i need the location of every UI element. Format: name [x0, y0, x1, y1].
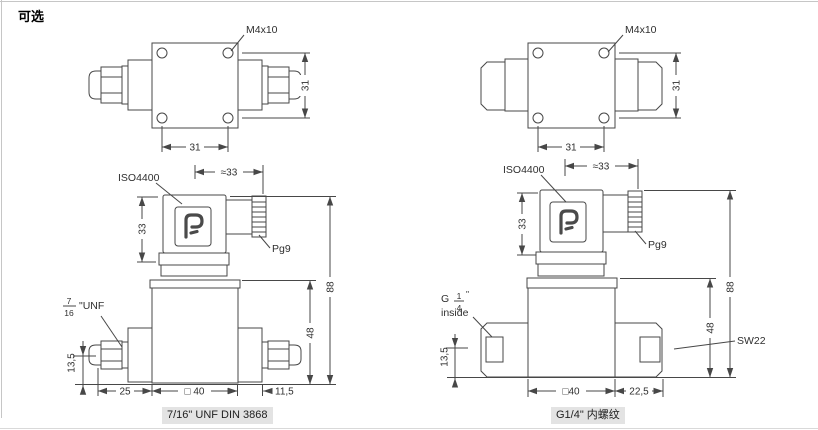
screw-hole — [532, 112, 544, 124]
dim-total-height: 88 — [326, 281, 337, 293]
port-thread-inch-mark: " — [466, 289, 469, 299]
leader-line — [230, 34, 245, 52]
dim-hole-pitch-vertical: 31 — [672, 80, 683, 92]
port-nose — [288, 344, 302, 366]
wrench-size-label: SW22 — [737, 335, 766, 347]
right-connector-view: ISO4400 ≈33 33 Pg9 — [503, 159, 736, 277]
gland-label: Pg9 — [648, 239, 667, 251]
side-flange — [127, 327, 153, 383]
side-flange — [504, 58, 529, 112]
hex-fitting — [100, 340, 123, 370]
dim-port-height: 13,5 — [67, 353, 78, 373]
dim-body-width: □40 — [562, 387, 580, 398]
connector-standard-label: ISO4400 — [503, 164, 545, 176]
left-variant: M4x10 31 31 ISO4400 — [63, 24, 337, 398]
dim-connector-height: 33 — [138, 223, 149, 235]
port-thread-label: "UNF — [79, 300, 104, 312]
left-front-view: 7 16 "UNF 13,5 25 □ 40 1 — [63, 196, 337, 398]
screw-hole — [222, 47, 234, 59]
side-flange — [237, 59, 263, 111]
dim-connector-width: ≈33 — [221, 168, 238, 179]
leader-line — [100, 315, 123, 348]
thread-bore — [639, 336, 661, 363]
leader-line — [540, 174, 567, 203]
gland-label: Pg9 — [272, 243, 291, 255]
port-block — [480, 322, 529, 378]
screw-hole — [156, 112, 168, 124]
dim-body-width: □ 40 — [185, 387, 205, 398]
port-nose — [88, 70, 102, 100]
dim-right-offset: 22,5 — [629, 387, 649, 398]
dim-left-offset: 25 — [119, 387, 131, 398]
din-connector-body — [162, 194, 227, 254]
screw-hole — [598, 112, 610, 124]
mounting-plate — [151, 42, 239, 129]
leader-line — [258, 234, 271, 249]
port-nose — [88, 344, 102, 366]
screw-label: M4x10 — [246, 24, 278, 36]
right-front-view: G 1 4 " inside SW22 13,5 □40 — [440, 190, 766, 398]
dim-total-height: 88 — [726, 281, 737, 293]
port-thread-denominator: 4 — [457, 303, 462, 313]
side-flange — [237, 327, 263, 383]
port-block — [637, 61, 663, 111]
leader-line — [472, 316, 493, 338]
port-thread-numerator: 1 — [457, 291, 462, 301]
port-thread-denominator: 16 — [64, 308, 74, 318]
dim-hole-pitch-vertical: 31 — [301, 80, 312, 92]
thread-bore — [485, 336, 504, 363]
din-connector-body — [539, 189, 604, 253]
leader-line — [673, 340, 736, 350]
right-top-view: M4x10 31 31 — [480, 24, 683, 154]
screw-hole — [532, 47, 544, 59]
screw-hole — [156, 47, 168, 59]
hex-fitting — [100, 66, 123, 104]
connector-logo-icon — [559, 209, 579, 235]
screw-label: M4x10 — [625, 24, 657, 36]
page-border-left — [1, 0, 2, 418]
dim-hole-pitch-horizontal: 31 — [565, 143, 577, 154]
screw-hole — [222, 112, 234, 124]
dim-connector-height: 33 — [518, 218, 529, 230]
right-variant: M4x10 31 31 ISO4400 — [440, 24, 766, 398]
port-thread-numerator: 7 — [67, 296, 72, 306]
port-block — [480, 61, 506, 111]
port-thread-suffix: inside — [441, 307, 469, 319]
left-connector-view: ISO4400 ≈33 33 Pg9 — [118, 165, 336, 277]
leader-line — [155, 182, 183, 205]
hex-fitting — [267, 66, 290, 104]
dim-body-height: 48 — [706, 322, 717, 334]
connector-standard-label: ISO4400 — [118, 172, 160, 184]
side-flange — [127, 59, 153, 111]
page-border-bottom — [0, 428, 818, 429]
dim-hole-pitch-horizontal: 31 — [189, 143, 201, 154]
dim-right-offset: 11,5 — [275, 387, 294, 398]
dim-body-height: 48 — [306, 327, 317, 339]
leader-line — [634, 230, 647, 245]
mounting-plate — [527, 42, 616, 129]
dim-connector-width: ≈33 — [593, 162, 610, 173]
variant-caption-g14: G1/4" 内螺纹 — [551, 407, 625, 424]
dim-port-height: 13,5 — [440, 347, 451, 367]
screw-hole — [598, 47, 610, 59]
switch-body — [527, 287, 616, 378]
port-block — [614, 322, 663, 378]
hex-fitting — [267, 340, 290, 370]
variant-caption-unf: 7/16" UNF DIN 3868 — [162, 407, 273, 424]
page-title: 可选 — [18, 9, 45, 24]
side-flange — [614, 58, 639, 112]
leader-line — [607, 34, 624, 53]
switch-body — [151, 287, 239, 384]
port-thread-prefix: G — [441, 293, 449, 305]
connector-logo-icon — [184, 213, 204, 239]
page-border-top — [0, 1, 818, 2]
left-top-view: M4x10 31 31 — [88, 24, 312, 154]
